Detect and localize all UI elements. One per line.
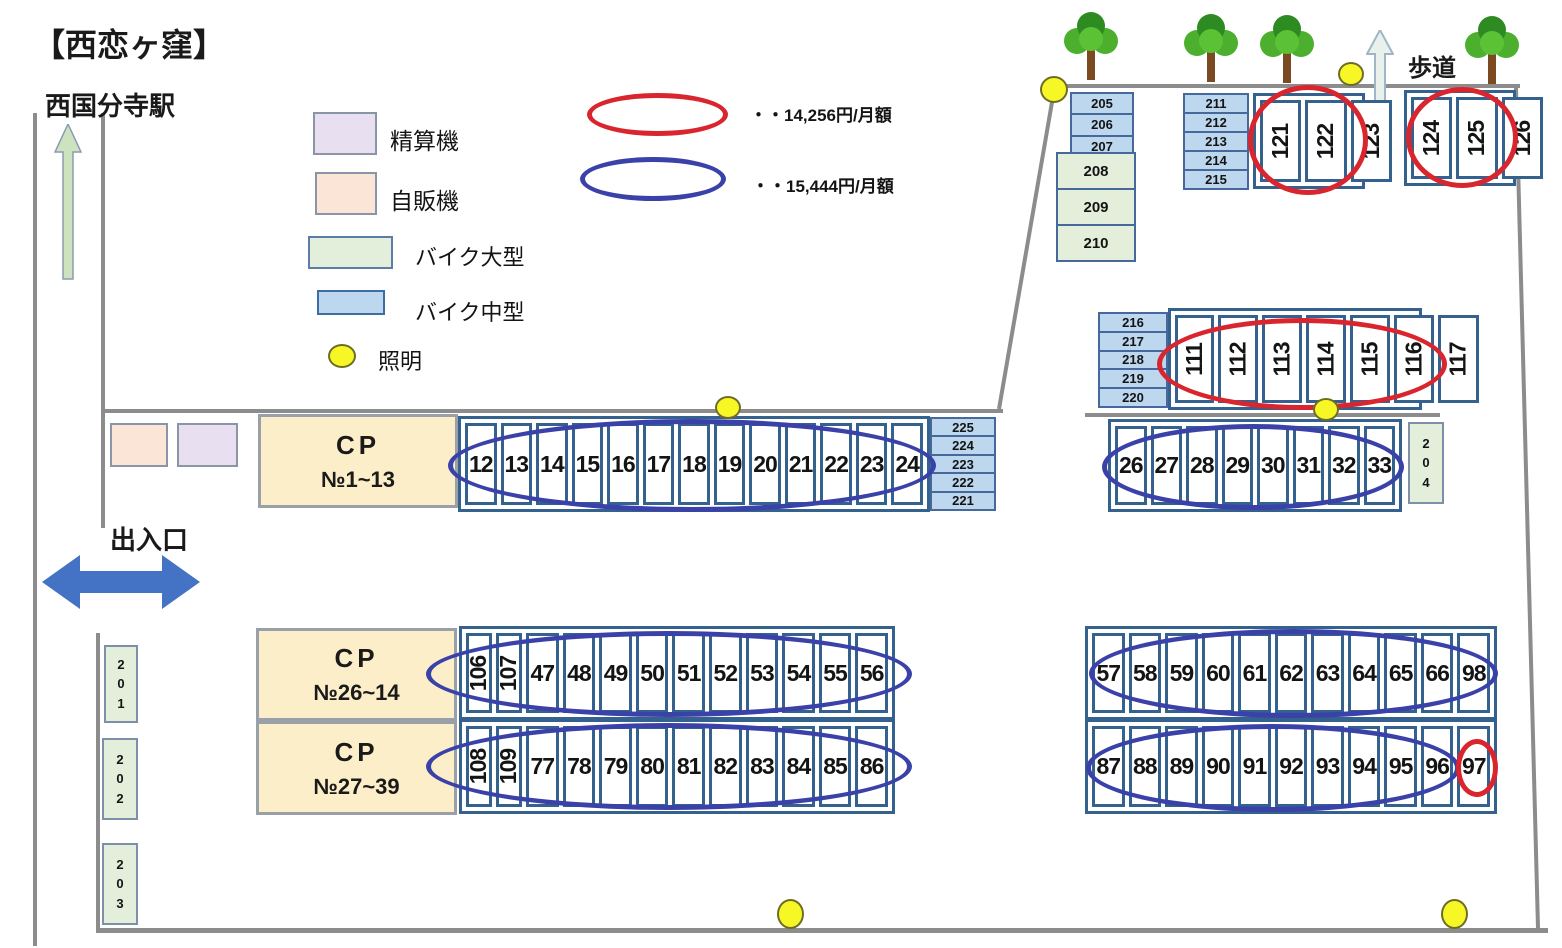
price-red-label: ・・14,256円/月額 bbox=[750, 106, 892, 125]
tree-icon bbox=[1064, 12, 1118, 80]
price-blue-label: ・・15,444円/月額 bbox=[752, 177, 894, 196]
station-direction-arrow-icon bbox=[54, 124, 82, 280]
payment-machine-box bbox=[177, 423, 238, 467]
stack-cell-222: 222 bbox=[930, 472, 996, 493]
vending-machine-box bbox=[110, 423, 168, 467]
light-top-right bbox=[1338, 62, 1364, 86]
green-box-203: 203 bbox=[102, 843, 138, 925]
red-ellipse-111-117 bbox=[1157, 318, 1447, 410]
legend-vending-label: 自販機 bbox=[390, 188, 459, 214]
boundary-left-inner bbox=[101, 113, 105, 528]
stack-cell-212: 212 bbox=[1183, 112, 1249, 133]
cp2-title: CP bbox=[334, 643, 379, 673]
boundary-diagonal bbox=[997, 88, 1057, 410]
stack-cell-224: 224 bbox=[930, 435, 996, 456]
blue-ellipse-26-33 bbox=[1102, 424, 1404, 510]
stack-cell-211: 211 bbox=[1183, 93, 1249, 114]
tree-icon bbox=[1465, 16, 1519, 84]
stack-cell-217: 217 bbox=[1098, 330, 1168, 352]
light-top-corner bbox=[1040, 76, 1068, 103]
legend-light-swatch bbox=[328, 344, 356, 368]
boundary-right-mid-horizontal bbox=[1085, 413, 1440, 417]
page-title: 【西恋ヶ窪】 bbox=[33, 27, 226, 63]
walkway-label: 歩道 bbox=[1408, 55, 1456, 82]
cp3-range: №27~39 bbox=[313, 773, 400, 799]
green-box-202: 202 bbox=[102, 738, 138, 820]
green-box-202-number: 202 bbox=[116, 751, 124, 806]
blue-ellipse-57-98 bbox=[1089, 629, 1498, 718]
cp-box-2: CP №26~14 bbox=[256, 628, 457, 721]
red-ellipse-97 bbox=[1456, 739, 1498, 797]
stack-cell-216: 216 bbox=[1098, 312, 1168, 333]
green-box-201: 201 bbox=[104, 645, 138, 723]
light-middle-right bbox=[1313, 398, 1339, 421]
blue-ellipse-108-86 bbox=[426, 723, 912, 810]
boundary-left-outer bbox=[33, 113, 37, 946]
cp2-range: №26~14 bbox=[313, 680, 400, 705]
legend-bike-large-swatch bbox=[308, 236, 393, 269]
cp1-range: №1~13 bbox=[320, 466, 396, 492]
legend-bike-medium-label: バイク中型 bbox=[415, 300, 525, 325]
stack-cell-214: 214 bbox=[1183, 150, 1249, 171]
cp3-title: CP bbox=[334, 736, 379, 767]
stack-cell-210: 210 bbox=[1056, 224, 1136, 262]
stack-cell-205: 205 bbox=[1070, 92, 1134, 116]
legend-bike-medium-swatch bbox=[317, 290, 385, 315]
boundary-mid-horizontal bbox=[103, 409, 1003, 413]
price-blue-ellipse bbox=[580, 157, 726, 201]
boundary-top-horizontal bbox=[1050, 84, 1520, 88]
green-box-203-number: 203 bbox=[116, 856, 124, 911]
light-bottom-right bbox=[1441, 899, 1468, 929]
legend-vending-swatch bbox=[315, 172, 377, 215]
tree-icon bbox=[1260, 15, 1314, 83]
tree-icon bbox=[1184, 14, 1238, 82]
cp1-title: CP bbox=[335, 429, 381, 460]
stack-cell-215: 215 bbox=[1183, 169, 1249, 190]
stack-cell-208: 208 bbox=[1056, 152, 1136, 190]
blue-ellipse-87-96 bbox=[1086, 724, 1460, 812]
light-middle bbox=[715, 396, 741, 419]
stack-cell-225: 225 bbox=[930, 417, 996, 438]
blue-ellipse-106-56 bbox=[426, 631, 912, 717]
green-box-201-number: 201 bbox=[117, 656, 125, 711]
red-ellipse-121-123 bbox=[1248, 85, 1368, 195]
station-label: 西国分寺駅 bbox=[45, 91, 176, 121]
legend-lighting-label: 照明 bbox=[378, 349, 423, 374]
green-box-204: 204 bbox=[1408, 422, 1444, 504]
stack-cell-206: 206 bbox=[1070, 113, 1134, 137]
legend-bike-large-label: バイク大型 bbox=[415, 245, 525, 270]
stack-cell-213: 213 bbox=[1183, 131, 1249, 152]
red-ellipse-124-126 bbox=[1406, 87, 1518, 188]
light-bottom-center bbox=[777, 899, 804, 929]
green-box-204-number: 204 bbox=[1422, 435, 1430, 490]
legend-payment-swatch bbox=[313, 112, 377, 155]
cp-box-1: CP №1~13 bbox=[258, 414, 458, 508]
legend-payment-label: 精算機 bbox=[390, 128, 459, 154]
blue-ellipse-12-24 bbox=[448, 419, 936, 512]
price-red-ellipse bbox=[587, 93, 728, 136]
stack-cell-220: 220 bbox=[1098, 387, 1168, 408]
stack-cell-209: 209 bbox=[1056, 188, 1136, 226]
boundary-left-lower bbox=[96, 633, 100, 932]
stack-cell-223: 223 bbox=[930, 453, 996, 475]
boundary-bottom bbox=[96, 928, 1548, 933]
entrance-label: 出入口 bbox=[110, 525, 189, 555]
stack-cell-221: 221 bbox=[930, 490, 996, 512]
stack-cell-219: 219 bbox=[1098, 368, 1168, 390]
entrance-double-arrow-icon bbox=[42, 555, 200, 609]
cp-box-3: CP №27~39 bbox=[256, 721, 457, 815]
boundary-right-diagonal bbox=[1514, 87, 1541, 933]
